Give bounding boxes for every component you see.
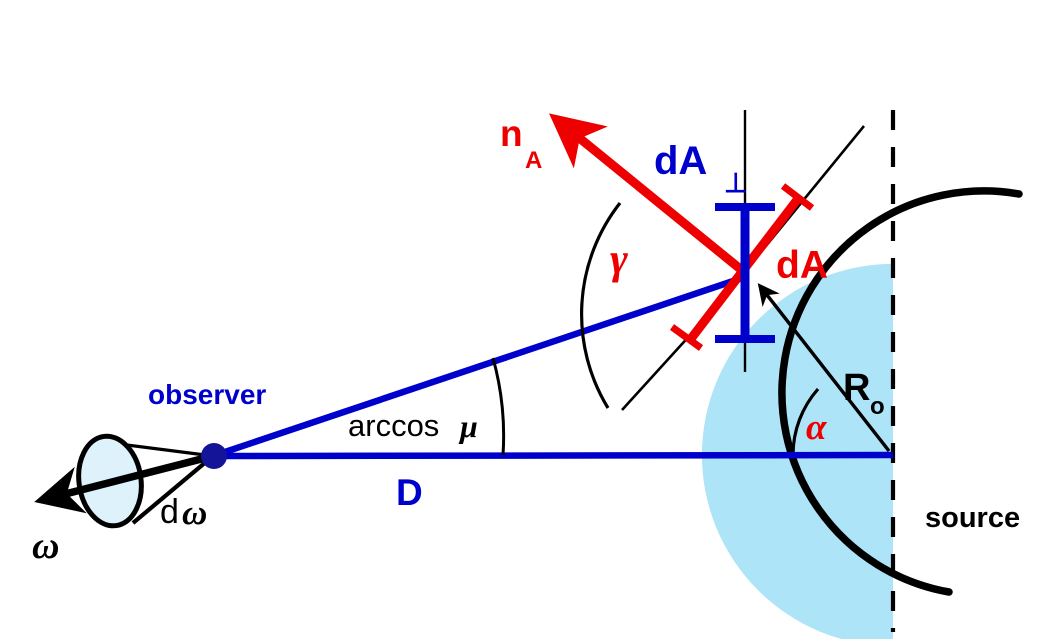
distance-label: D <box>396 472 423 513</box>
line-of-sight <box>211 272 750 460</box>
radius-arrow <box>757 283 891 453</box>
surface-normal-arrow <box>549 113 747 276</box>
dA-perp-subscript-label: ⊥ <box>724 168 748 198</box>
dA-label: dA <box>776 244 828 287</box>
distance-axis <box>212 451 894 460</box>
source-label: source <box>925 502 1020 534</box>
observer-point <box>201 443 227 469</box>
dA-perp-label: dA <box>654 139 707 183</box>
omega-direction-label: ω <box>32 525 59 567</box>
illuminated-cap <box>702 264 893 639</box>
observer-label: observer <box>148 379 266 410</box>
source-circle <box>778 187 1023 596</box>
dA-perp-element <box>715 203 775 343</box>
radius-subscript-label: o <box>870 393 885 420</box>
solid-angle-omega-label: ω <box>182 493 207 532</box>
gamma-arc <box>579 202 622 409</box>
arccos-label: arccos <box>348 408 439 443</box>
omega-direction-arrow <box>34 452 214 514</box>
normal-vector-subscript-label: A <box>525 147 542 174</box>
arccos-mu-arc <box>491 357 506 456</box>
alpha-label: α <box>806 407 827 448</box>
gamma-label: γ <box>610 236 628 283</box>
normal-vector-label: n <box>500 113 523 154</box>
alpha-arc <box>791 387 820 456</box>
dA-element-end-caps <box>669 183 815 351</box>
mu-label: μ <box>458 408 478 444</box>
solid-angle-d-label: d <box>160 493 179 531</box>
radius-label: R <box>843 367 870 409</box>
